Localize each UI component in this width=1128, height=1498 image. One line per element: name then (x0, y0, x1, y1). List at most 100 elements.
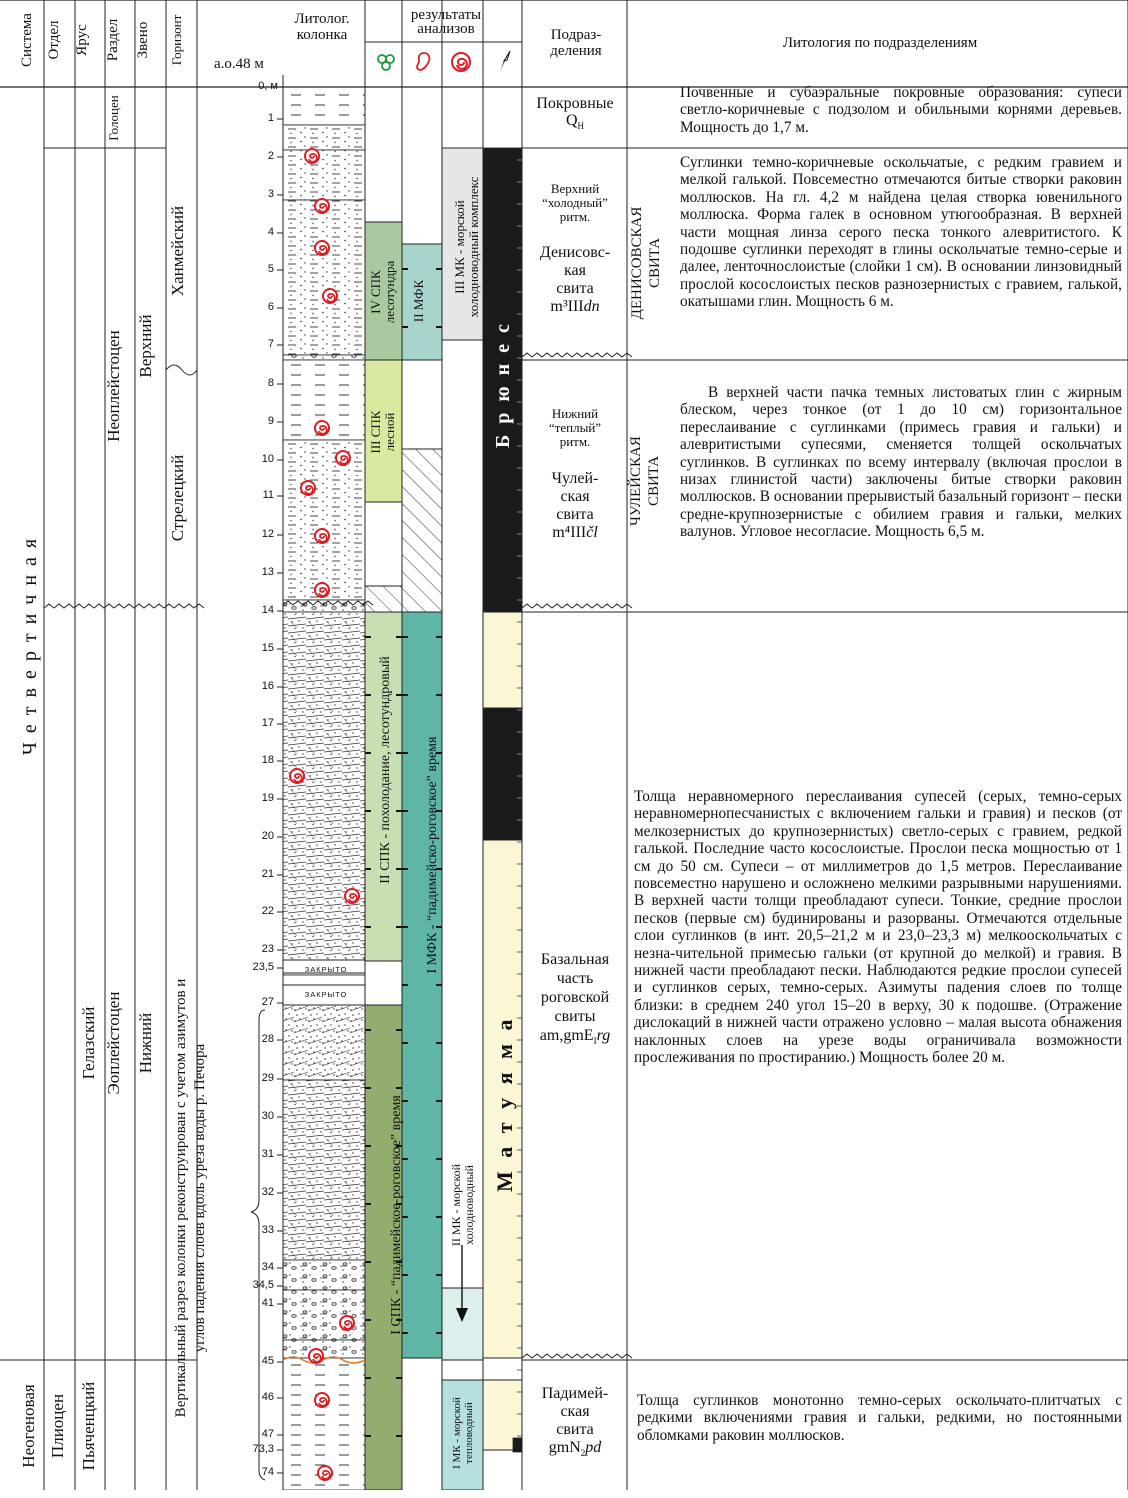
analysis-mfk2-label: II МФК (411, 279, 426, 323)
header-altitude: а.о.48 м (214, 56, 264, 72)
depth-label: 2 (267, 150, 274, 162)
depth-label: 14 (261, 604, 274, 616)
header-units: Подраз- деления (550, 27, 602, 59)
depth-label: 9 (267, 415, 274, 427)
lithology-layer-3 (282, 149, 366, 201)
depth-label: 41 (261, 1297, 274, 1309)
stage-gelasian: Гелазский (79, 1006, 98, 1080)
depth-label: 8 (267, 377, 274, 389)
unit-upper-line2: “холодный” (542, 195, 608, 210)
header-stage: Ярус (74, 24, 90, 56)
stage-pyachentsky: Пьяченцкий (79, 1381, 98, 1471)
lithology-layer-4 (282, 199, 366, 356)
unit-basal-line3: роговской (540, 989, 610, 1006)
analysis-mk1-label: I МК - морской тепловодный (451, 1397, 475, 1469)
header-lithology-column: Литолог. колонка (294, 11, 350, 43)
analysis-spk2-label: II СПК - похолодание, лесотундровый (378, 656, 393, 884)
unit-chuley-name2: ская (560, 488, 590, 505)
depth-label: 46 (261, 1391, 274, 1403)
depth-label: 11 (262, 489, 274, 501)
unit-basal-line2: часть (556, 970, 594, 987)
analysis-mfk2-bar (401, 243, 443, 361)
unit-chuley: Чулей- ская свита m⁴IIIčl (526, 470, 624, 542)
unit-padimey-index-main: gmN (548, 1439, 581, 1456)
header-series: Отдел (46, 20, 62, 60)
foot-icon (404, 50, 440, 74)
depth-label: 73,3 (252, 1443, 274, 1455)
depth-label: 19 (261, 792, 274, 804)
depth-label: 30 (261, 1110, 274, 1122)
depth-brace (250, 1009, 266, 1481)
header-horizon: Горизонт (169, 14, 184, 66)
polarity-reversed-2 (482, 839, 523, 1359)
depth-label: 32 (261, 1186, 274, 1198)
unit-padimey-line2: ская (560, 1403, 590, 1420)
unit-chuley-index-it: čl (586, 524, 598, 541)
header-analysis: результаты анализов (410, 7, 482, 38)
lithology-layer-14 (282, 1259, 366, 1291)
unit-lower-line1: Нижний (551, 406, 599, 421)
depth-label: 10 (261, 453, 274, 465)
clover-icon (369, 52, 403, 74)
unit-denisov-name1: Денисовс- (539, 244, 611, 261)
shell-fossil-icon (314, 420, 330, 436)
analysis-mk2-label: II МК - морской холодноводный (449, 1163, 476, 1247)
horizon-khanmei: Ханмейский (168, 205, 187, 297)
unit-basal: Базальная часть роговской свиты am,gmEIr… (526, 950, 624, 1051)
header-lithology-by-units: Литология по подразделениям (782, 35, 978, 51)
header-system: Система (19, 13, 35, 67)
depth-label: 22 (261, 905, 274, 917)
depth-label: 17 (261, 717, 274, 729)
closed-label-2: ЗАКРЫТО (304, 990, 348, 999)
analysis-hatch-2 (364, 585, 403, 613)
unconformity-upper (521, 352, 633, 358)
horizon-streletsky: Стрелецкий (168, 454, 187, 542)
depth-label: 28 (261, 1033, 274, 1045)
unit-lower-line3: ритм. (559, 434, 591, 449)
unconformity-column (282, 600, 374, 606)
depth-label: 20 (261, 830, 274, 842)
lithology-layer-8 (282, 599, 366, 613)
unit-padimey-line1: Падимей- (541, 1385, 609, 1402)
unconformity-units (521, 603, 633, 609)
unit-basal-index-it: rg (596, 1027, 611, 1044)
vertical-reconstruction-note: Вертикальный разрез колонки реконструиро… (173, 978, 208, 1418)
depth-label: 74 (261, 1466, 274, 1478)
depth-label: 45 (261, 1355, 274, 1367)
analysis-spk3-label: III СПК лесной (368, 410, 397, 454)
description-basal: Толща неравномерного переслаивания супес… (634, 788, 1122, 1067)
lithology-layer-16 (282, 1339, 366, 1359)
unconformity-lower (521, 1353, 633, 1359)
analysis-mk3-label: III МК - морской холодноводный комплекс (452, 176, 481, 318)
side-label-chuley: ЧУЛЕЙСКАЯ СВИТА (628, 436, 662, 526)
analysis-spk4-label: IV СПК лесотундра (368, 260, 397, 324)
division-eopleistocene: Эоплейстоцен (104, 991, 123, 1095)
lithology-layer-5 (282, 354, 366, 361)
depth-label: 15 (261, 642, 274, 654)
depth-label: 6 (267, 301, 274, 313)
lithology-layer-12 (282, 1004, 366, 1081)
lithology-layer-13 (282, 1079, 366, 1261)
depth-label: 31 (261, 1148, 274, 1160)
unit-denisov-name2: кая (564, 262, 586, 279)
series-pliocene: Плиоцен (48, 1393, 67, 1459)
analysis-spk1-label: I СПК - “падимейское-роговское” время (389, 1095, 404, 1335)
unit-chuley-index-main: m⁴III (552, 524, 587, 541)
unit-padimey: Падимей- ская свита gmN2pd (526, 1385, 624, 1462)
unit-chuley-name3: свита (556, 506, 594, 523)
shell-fossil-icon (344, 888, 360, 904)
compass-needle-icon (486, 48, 522, 74)
unit-padimey-index: gmN2pd (526, 1439, 624, 1462)
depth-label: 29 (261, 1072, 274, 1084)
unit-basal-index: am,gmEIrg (526, 1026, 624, 1051)
shell-fossil-icon (322, 288, 338, 304)
analysis-mfk1-label: I МФК - “падимейско-роговское” время (425, 736, 440, 974)
lithology-layer-9 (282, 611, 366, 961)
header-link: Звено (135, 21, 151, 59)
lithology-layer-1 (282, 86, 366, 126)
unit-cover: Покровные QH (526, 95, 624, 135)
lithology-layer-15 (282, 1289, 366, 1341)
polarity-normal-3 (512, 1437, 523, 1453)
depth-label: 23 (261, 943, 274, 955)
